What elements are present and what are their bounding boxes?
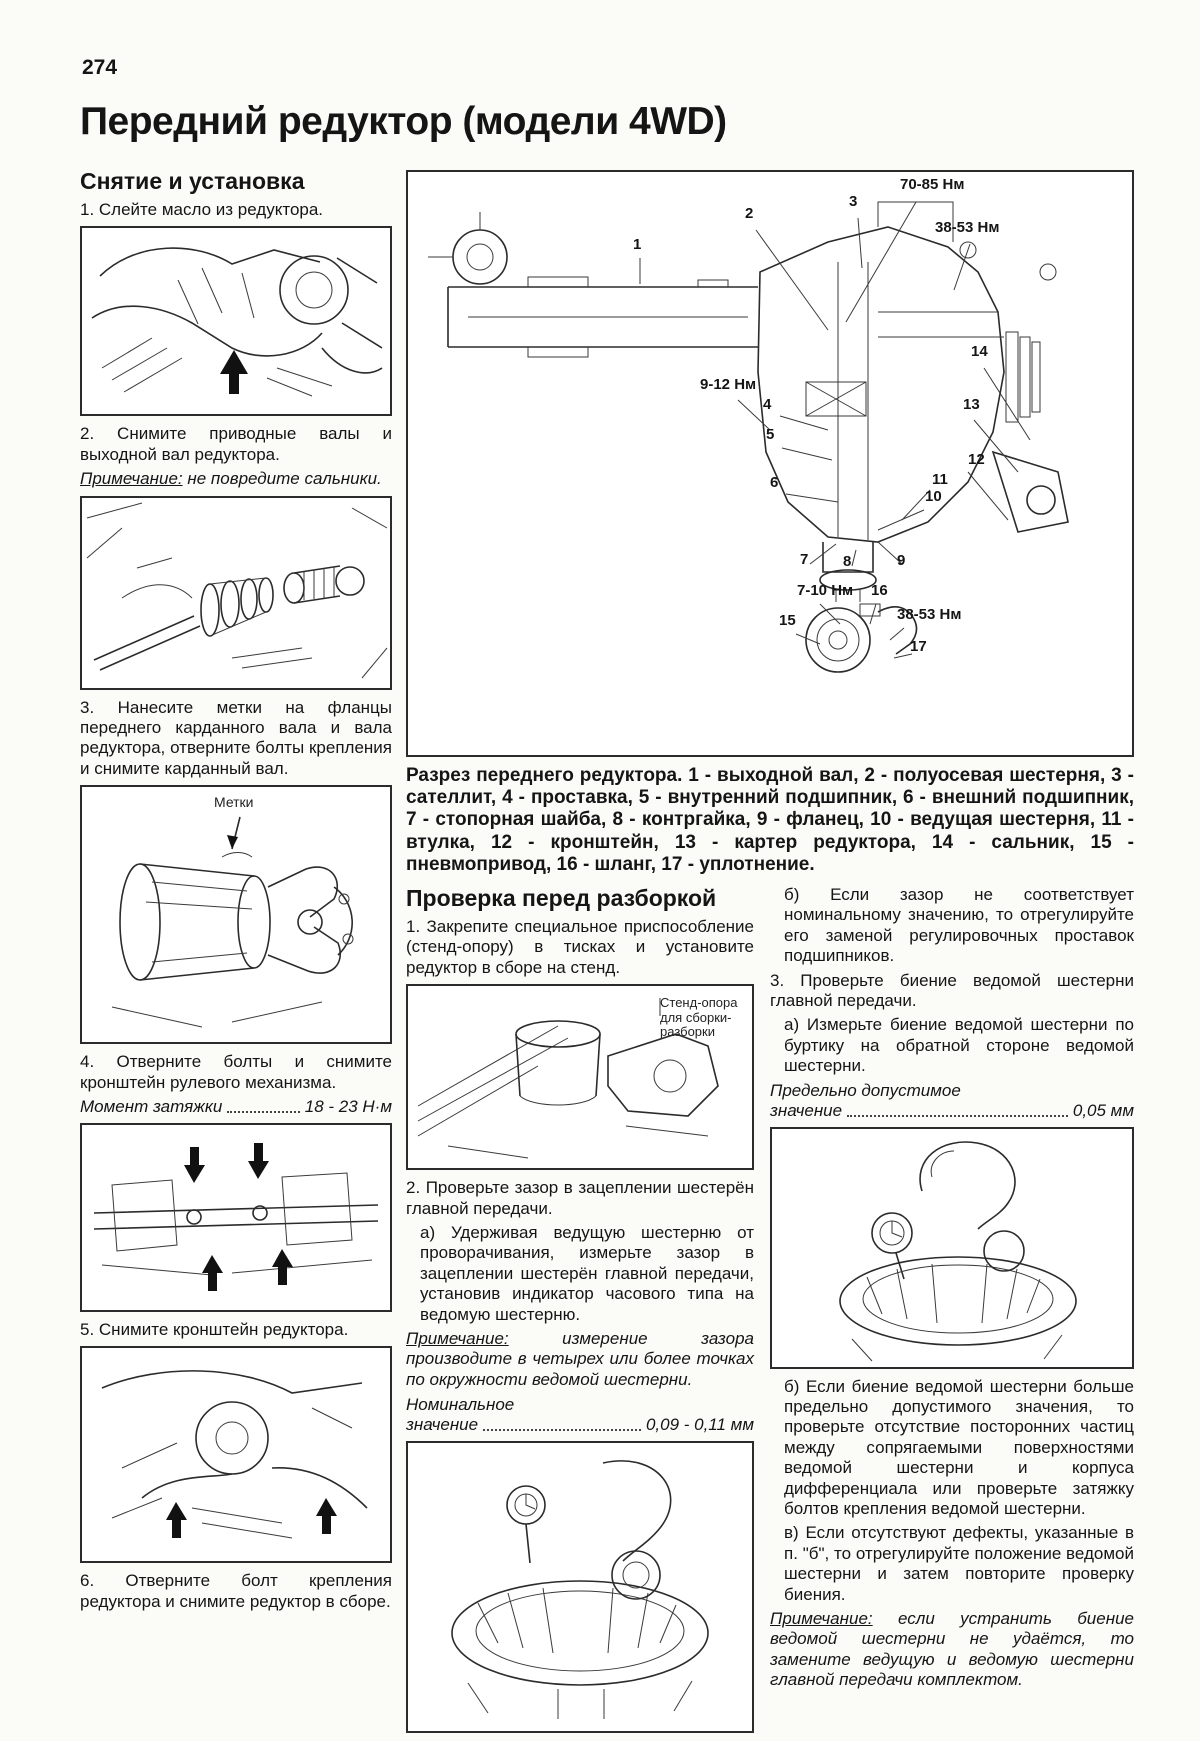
propeller-shaft-illustration [111, 816, 354, 1028]
page-title: Передний редуктор (модели 4WD) [80, 100, 727, 143]
stand-label: Стенд-опора для сборки-разборки [660, 995, 738, 1039]
callout-17: 17 [910, 638, 927, 655]
arrow-up-icon [202, 1254, 223, 1291]
dotted-leader [483, 1429, 641, 1432]
section-heading-removal: Снятие и установка [80, 168, 305, 194]
item-b-runout-large: б) Если биение ведомой шестерни больше п… [784, 1376, 1134, 1518]
arrow-up-icon [166, 1502, 187, 1539]
callout-10: 10 [925, 488, 942, 505]
arrow-up-icon [272, 1248, 293, 1285]
dotted-leader [227, 1110, 300, 1113]
nominal-value: 0,09 - 0,11 мм [645, 1415, 754, 1435]
check-step-2a: а) Удерживая ведущую шестерню от провора… [420, 1223, 754, 1324]
callout-6: 6 [770, 474, 779, 491]
figure-reducer-mount [80, 1346, 392, 1564]
dotted-leader [847, 1114, 1068, 1117]
callout-torque-38-53: 38-53 Нм [935, 219, 1000, 236]
callout-4: 4 [763, 396, 772, 413]
check-step-1: 1. Закрепите специальное приспособление … [406, 917, 754, 977]
backlash-check-illustration [451, 1460, 709, 1720]
callout-16: 16 [871, 582, 888, 599]
step-4-steering-bracket: 4. Отверните болты и снимите кронштейн р… [80, 1052, 392, 1092]
step-6-remove-reducer: 6. Отверните болт крепления редуктора и … [80, 1571, 392, 1611]
figure-propeller-shaft-marks: Метки [80, 785, 392, 1045]
lower-columns: Проверка перед разборкой 1. Закрепите сп… [406, 885, 1134, 1741]
torque-label: Момент затяжки [80, 1096, 223, 1116]
step-2-remove-drive-shafts: 2. Снимите приводные валы и выходной вал… [80, 424, 392, 464]
manual-page: { "page": { "number": "274", "title": "П… [80, 56, 1134, 1734]
check-note: Примечание: измерение зазора производите… [406, 1329, 754, 1390]
runout-column: б) Если зазор не соответствует номинальн… [770, 885, 1134, 1741]
runout-check-illustration [839, 1140, 1077, 1361]
marks-arrow-icon [227, 816, 241, 850]
nominal-label-line1: Номинальное [406, 1395, 515, 1415]
arrow-down-icon [248, 1142, 269, 1179]
note-label: Примечание: [80, 469, 183, 489]
item-v-no-defects: в) Если отсутствуют дефекты, указанные в… [784, 1523, 1134, 1604]
note-label: Примечание: [770, 1608, 873, 1628]
callout-3: 3 [849, 193, 858, 210]
figure-drain-plug [80, 226, 392, 417]
step-1-drain-oil: 1. Слейте масло из редуктора. [80, 200, 324, 219]
callout-torque-9-12: 9-12 Нм [700, 376, 757, 393]
figure-cv-axle [80, 495, 392, 690]
reducer-mount-illustration [101, 1370, 368, 1539]
step-3-mark-flanges: 3. Нанесите метки на фланцы переднего ка… [80, 697, 392, 778]
note-text: если устранить биение ведомой шестерни н… [770, 1608, 1134, 1690]
arrow-up-icon [316, 1498, 337, 1535]
figure-stand: Стенд-опора для сборки-разборки [406, 984, 754, 1171]
section-heading-check: Проверка перед разборкой [406, 885, 717, 912]
callout-15: 15 [779, 612, 796, 629]
note-text: не повредите сальники. [182, 469, 382, 489]
step-3-runout: 3. Проверьте биение ведомой шестерни гла… [770, 970, 1134, 1011]
torque-value: 18 - 23 Н·м [304, 1096, 392, 1116]
item-b-adjust: б) Если зазор не соответствует номинальн… [784, 885, 1134, 966]
reducer-cross-section-illustration [428, 201, 1069, 673]
step-3a-measure: а) Измерьте биение ведомой шестерни по б… [784, 1015, 1134, 1076]
page-number: 274 [82, 56, 118, 79]
right-area: 1 2 3 70-85 Нм 38-53 Нм 9-12 Нм 4 5 6 7 … [406, 170, 1134, 1741]
figure-backlash-check [406, 1441, 754, 1734]
limit-spec: Предельно допустимое значение 0,05 мм [770, 1081, 1134, 1121]
callout-torque-70-85: 70-85 Нм [900, 176, 965, 193]
marks-label: Метки [214, 794, 254, 811]
callout-torque-38-53-lower: 38-53 Нм [897, 606, 962, 623]
callout-11: 11 [932, 471, 948, 488]
arrow-down-icon [184, 1146, 205, 1183]
callout-13: 13 [963, 396, 980, 413]
note-label: Примечание: [406, 1329, 509, 1348]
torque-spec: Момент затяжки 18 - 23 Н·м [80, 1097, 392, 1117]
callout-8: 8 [843, 553, 852, 570]
steering-bracket-illustration [93, 1142, 379, 1291]
check-step-2: 2. Проверьте зазор в зацеплении шестерён… [406, 1178, 754, 1218]
callout-2: 2 [745, 205, 754, 222]
callout-12: 12 [968, 451, 985, 468]
figure-reducer-cross-section: 1 2 3 70-85 Нм 38-53 Нм 9-12 Нм 4 5 6 7 … [406, 170, 1134, 757]
nominal-label-line2: значение [406, 1415, 479, 1435]
removal-column: Снятие и установка 1. Слейте масло из ре… [80, 168, 392, 1616]
callout-leader-lines [639, 201, 1031, 659]
figure-steering-bracket [80, 1122, 392, 1312]
cv-axle-illustration [86, 502, 388, 678]
callout-torque-7-10: 7-10 Нм [797, 582, 854, 599]
callout-5: 5 [766, 426, 775, 443]
limit-label-line2: значение [770, 1100, 843, 1120]
limit-value: 0,05 мм [1072, 1100, 1134, 1120]
callout-14: 14 [971, 343, 988, 360]
nominal-spec: Номинальное значение 0,09 - 0,11 мм [406, 1395, 754, 1435]
step-5-remove-bracket: 5. Снимите кронштейн редуктора. [80, 1319, 349, 1339]
note-seals: Примечание: не повредите сальники. [80, 469, 392, 489]
stand-illustration [417, 998, 719, 1159]
arrow-up-icon [220, 350, 248, 395]
drain-plug-illustration [91, 247, 383, 397]
figure-runout-check [770, 1126, 1134, 1369]
callout-1: 1 [633, 236, 642, 253]
limit-label-line1: Предельно допустимое [770, 1080, 961, 1100]
cross-section-caption: Разрез переднего редуктора. 1 - выходной… [406, 765, 1134, 875]
runout-note: Примечание: если устранить биение ведомо… [770, 1609, 1134, 1691]
note-text: измерение зазора производите в четырех и… [406, 1329, 754, 1389]
check-column: Проверка перед разборкой 1. Закрепите сп… [406, 885, 754, 1741]
callout-9: 9 [897, 552, 906, 569]
callout-7: 7 [800, 551, 809, 568]
